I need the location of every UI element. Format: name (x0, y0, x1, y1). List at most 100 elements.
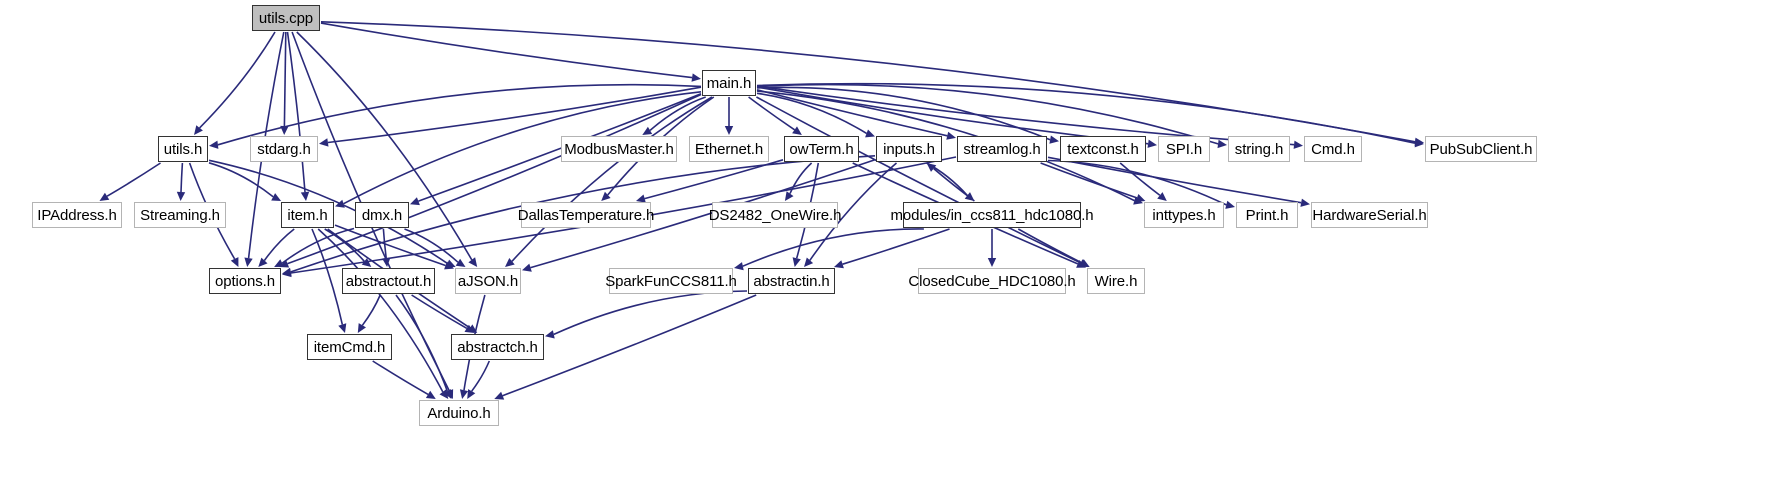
graph-node-stdarg-h[interactable]: stdarg.h (250, 136, 318, 162)
graph-node-streaming-h[interactable]: Streaming.h (134, 202, 226, 228)
graph-node-inputs-h[interactable]: inputs.h (876, 136, 942, 162)
graph-node-owterm-h[interactable]: owTerm.h (784, 136, 859, 162)
graph-node-label: streamlog.h (963, 140, 1041, 158)
arrowhead-ajson-h-to-arduino-h (459, 389, 469, 399)
graph-node-label: Print.h (1245, 206, 1289, 224)
edge-inputs-h-to-ajson-h (530, 158, 876, 269)
arrowhead-in-ccs811-hdc1080-h-to-sparkfunccs811-h (734, 262, 744, 271)
arrowhead-textconst-h-to-inttypes-h (1157, 192, 1167, 201)
graph-node-label: abstractin.h (753, 272, 830, 290)
graph-node-label: stdarg.h (257, 140, 311, 158)
graph-node-streamlog-h[interactable]: streamlog.h (957, 136, 1047, 162)
graph-node-utils-cpp[interactable]: utils.cpp (252, 5, 320, 31)
arrowhead-main-h-to-streamlog-h (946, 131, 956, 140)
graph-node-sparkfunccs811-h[interactable]: SparkFunCCS811.h (605, 268, 737, 294)
edge-utils-cpp-to-stdarg-h (283, 31, 287, 127)
graph-node-label: DallasTemperature.h (517, 206, 655, 224)
arrowhead-utils-h-to-item-h (271, 193, 282, 201)
graph-node-print-h[interactable]: Print.h (1236, 202, 1298, 228)
graph-node-label: abstractch.h (457, 338, 538, 356)
edge-inputs-h-to-abstractin-h (809, 162, 898, 261)
graph-node-cmd-h[interactable]: Cmd.h (1304, 136, 1362, 162)
edge-dmx-h-to-abstractout-h (382, 228, 387, 259)
graph-node-label: utils.cpp (258, 9, 314, 27)
graph-node-dallastemperature-h[interactable]: DallasTemperature.h (518, 202, 654, 228)
arrowhead-dmx-h-to-options-h (274, 259, 284, 267)
graph-node-label: textconst.h (1067, 140, 1139, 158)
graph-node-abstractin-h[interactable]: abstractin.h (748, 268, 835, 294)
graph-node-closedcube-hdc1080-h[interactable]: ClosedCube_HDC1080.h (908, 268, 1076, 294)
arrowhead-abstractout-h-to-abstractch-h (464, 324, 475, 333)
edge-main-h-to-wire-h (756, 96, 1081, 264)
edge-abstractin-h-to-arduino-h (502, 294, 757, 397)
graph-node-item-h[interactable]: item.h (281, 202, 334, 228)
arrowhead-abstractin-h-to-abstractch-h (545, 330, 555, 339)
graph-node-label: SPI.h (1165, 140, 1203, 158)
edge-utils-cpp-to-main-h (320, 22, 693, 79)
edge-textconst-h-to-inttypes-h (1119, 162, 1161, 196)
arrowhead-utils-cpp-to-stdarg-h (280, 125, 289, 135)
graph-node-modbusmaster-h[interactable]: ModbusMaster.h (561, 136, 677, 162)
arrowhead-utils-h-to-ipaddress-h (99, 192, 110, 201)
graph-node-label: aJSON.h (457, 272, 519, 290)
arrowhead-item-h-to-itemcmd-h (338, 323, 347, 333)
edge-utils-cpp-to-pubsubclient-h (320, 21, 1416, 143)
arrowhead-main-h-to-owterm-h (792, 126, 802, 135)
graph-node-string-h[interactable]: string.h (1228, 136, 1290, 162)
edge-abstractin-h-to-abstractch-h (553, 290, 748, 336)
graph-node-arduino-h[interactable]: Arduino.h (419, 400, 499, 426)
graph-node-label: Ethernet.h (694, 140, 764, 158)
graph-node-ipaddress-h[interactable]: IPAddress.h (32, 202, 122, 228)
graph-node-label: itemCmd.h (313, 338, 386, 356)
graph-node-main-h[interactable]: main.h (702, 70, 756, 96)
arrowhead-streamlog-h-to-hardwareserial-h (1300, 198, 1310, 207)
edge-utils-cpp-to-utils-h (199, 31, 276, 129)
graph-node-label: abstractout.h (345, 272, 432, 290)
arrowhead-owterm-h-to-ds2482-onewire-h (784, 191, 794, 201)
edge-item-h-to-itemcmd-h (311, 228, 344, 325)
edge-item-h-to-ajson-h (334, 224, 446, 267)
arrowhead-utils-cpp-to-utils-h (194, 125, 203, 135)
arrowhead-abstractch-h-to-arduino-h (467, 389, 476, 399)
arrowhead-abstractout-h-to-arduino-h (443, 389, 452, 399)
arrowhead-owterm-h-to-abstractin-h (792, 257, 801, 267)
edge-in-ccs811-hdc1080-h-to-sparkfunccs811-h (742, 228, 924, 267)
arrowhead-main-h-to-utils-h (209, 140, 219, 149)
graph-node-label: string.h (1234, 140, 1284, 158)
graph-node-label: DS2482_OneWire.h (708, 206, 842, 224)
graph-node-dmx-h[interactable]: dmx.h (355, 202, 409, 228)
edge-main-h-to-modbusmaster-h (649, 96, 706, 132)
edge-utils-h-to-ipaddress-h (106, 162, 161, 197)
graph-node-utils-h[interactable]: utils.h (158, 136, 208, 162)
arrowhead-streamlog-h-to-inttypes-h (1135, 194, 1146, 202)
arrowhead-utils-cpp-to-main-h (691, 73, 701, 82)
arrowhead-abstractin-h-to-arduino-h (494, 391, 505, 400)
edge-itemcmd-h-to-arduino-h (372, 360, 429, 396)
graph-node-label: Streaming.h (140, 206, 220, 224)
graph-node-abstractout-h[interactable]: abstractout.h (342, 268, 435, 294)
graph-node-label: SparkFunCCS811.h (605, 272, 737, 290)
arrowhead-utils-cpp-to-item-h (300, 191, 310, 201)
arrowhead-utils-cpp-to-ajson-h (468, 257, 478, 267)
arrowhead-in-ccs811-hdc1080-h-to-inputs-h (926, 163, 937, 172)
graph-node-hardwareserial-h[interactable]: HardwareSerial.h (1311, 202, 1428, 228)
edge-in-ccs811-hdc1080-h-to-inputs-h (933, 167, 975, 202)
graph-node-label: ClosedCube_HDC1080.h (908, 272, 1076, 290)
graph-node-textconst-h[interactable]: textconst.h (1060, 136, 1146, 162)
edge-main-h-to-cmd-h (756, 85, 1295, 146)
graph-node-label: PubSubClient.h (1429, 140, 1533, 158)
graph-node-ajson-h[interactable]: aJSON.h (455, 268, 521, 294)
graph-node-abstractch-h[interactable]: abstractch.h (451, 334, 544, 360)
graph-node-ethernet-h[interactable]: Ethernet.h (689, 136, 769, 162)
graph-node-wire-h[interactable]: Wire.h (1087, 268, 1145, 294)
graph-node-ds2482-onewire-h[interactable]: DS2482_OneWire.h (709, 202, 841, 228)
graph-node-options-h[interactable]: options.h (209, 268, 281, 294)
graph-node-label: modules/in_ccs811_hdc1080.h (890, 206, 1094, 224)
graph-node-pubsubclient-h[interactable]: PubSubClient.h (1425, 136, 1537, 162)
graph-node-spi-h[interactable]: SPI.h (1158, 136, 1210, 162)
graph-node-itemcmd-h[interactable]: itemCmd.h (307, 334, 392, 360)
graph-node-in-ccs811-hdc1080-h[interactable]: modules/in_ccs811_hdc1080.h (891, 202, 1094, 228)
graph-node-inttypes-h[interactable]: inttypes.h (1144, 202, 1224, 228)
arrowhead-main-h-to-ajson-h (505, 258, 515, 267)
edge-streamlog-h-to-hardwareserial-h (1047, 156, 1302, 204)
